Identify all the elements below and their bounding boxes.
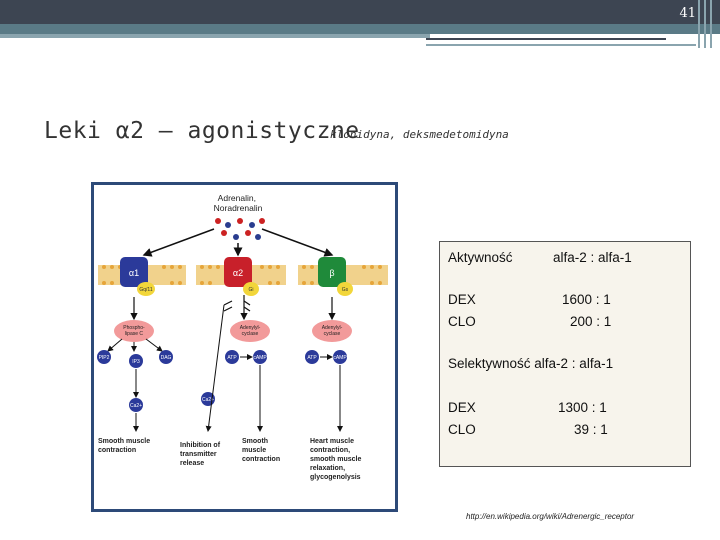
source-link[interactable]: http://en.wikipedia.org/wiki/Adrenergic_… <box>466 512 635 521</box>
slide-title: Leki α2 – agonistyczne <box>44 118 360 144</box>
second-messengers: PIP2 IP3 DAG Ca2+ ATP cAMP Ca2+ ATP cAMP <box>97 350 347 412</box>
svg-text:PIP2: PIP2 <box>99 355 110 361</box>
svg-text:ATP: ATP <box>307 355 317 361</box>
selectivity-drug-dex: DEX <box>448 400 476 415</box>
svg-text:Ca2+: Ca2+ <box>202 397 214 403</box>
effector-phospholipase-c: Phospho- lipase C <box>114 320 154 342</box>
svg-text:α1: α1 <box>129 268 139 278</box>
header-accent-bar <box>0 24 720 34</box>
receptor-alpha2: α2 Gi <box>224 257 259 296</box>
effector-adenylyl-cyclase: Adenylyl- cyclase <box>312 320 352 342</box>
svg-text:Gs: Gs <box>342 287 349 293</box>
header-accent-strip <box>0 34 430 38</box>
svg-text:cAMP: cAMP <box>253 355 267 361</box>
svg-text:lipase C: lipase C <box>125 331 143 337</box>
header-line <box>426 44 696 46</box>
svg-text:β: β <box>329 268 334 278</box>
activity-drug-clo: CLO <box>448 314 476 329</box>
svg-text:α2: α2 <box>233 268 243 278</box>
svg-text:IP3: IP3 <box>132 359 140 365</box>
page-number: 41 <box>679 6 696 21</box>
selectivity-value-clo: 39 : 1 <box>574 422 608 437</box>
selectivity-label: Selektywność alfa-2 : alfa-1 <box>448 356 614 371</box>
svg-text:cyclase: cyclase <box>324 331 341 337</box>
activity-value-dex: 1600 : 1 <box>562 292 611 307</box>
ligand-molecules <box>215 218 265 240</box>
slide-subtitle: klonidyna, deksmedetomidyna <box>330 128 509 141</box>
effector-adenylyl-cyclase: Adenylyl- cyclase <box>230 320 270 342</box>
header-vertical-line <box>698 0 700 48</box>
svg-text:Adenylyl-: Adenylyl- <box>240 325 261 331</box>
adrenergic-receptor-diagram: Adrenalin, Noradrenalin <box>91 182 398 512</box>
svg-text:ATP: ATP <box>227 355 237 361</box>
selectivity-info-box: Aktywność alfa-2 : alfa-1 DEX 1600 : 1 C… <box>439 241 691 467</box>
header-vertical-line <box>704 0 706 48</box>
svg-text:Ca2+: Ca2+ <box>130 403 142 409</box>
svg-text:cAMP: cAMP <box>333 355 347 361</box>
diagram-svg: Adrenalin, Noradrenalin <box>97 193 388 481</box>
svg-text:Phospho-: Phospho- <box>123 325 145 331</box>
svg-text:Adenylyl-: Adenylyl- <box>322 325 343 331</box>
header-line <box>426 38 666 40</box>
activity-drug-dex: DEX <box>448 292 476 307</box>
ligand-label: Adrenalin, Noradrenalin <box>214 193 263 213</box>
svg-text:Gi: Gi <box>249 287 254 293</box>
ratio-label: alfa-2 : alfa-1 <box>553 250 632 265</box>
receptor-beta: β Gs <box>318 257 353 296</box>
receptor-alpha1: α1 Gq/11 <box>120 257 155 296</box>
activity-label: Aktywność <box>448 250 513 265</box>
selectivity-value-dex: 1300 : 1 <box>558 400 607 415</box>
activity-value-clo: 200 : 1 <box>570 314 612 329</box>
svg-text:cyclase: cyclase <box>242 331 259 337</box>
svg-text:DAG: DAG <box>161 355 172 361</box>
selectivity-drug-clo: CLO <box>448 422 476 437</box>
header-vertical-line <box>710 0 712 48</box>
header-bar <box>0 0 720 24</box>
svg-text:Gq/11: Gq/11 <box>139 287 152 293</box>
